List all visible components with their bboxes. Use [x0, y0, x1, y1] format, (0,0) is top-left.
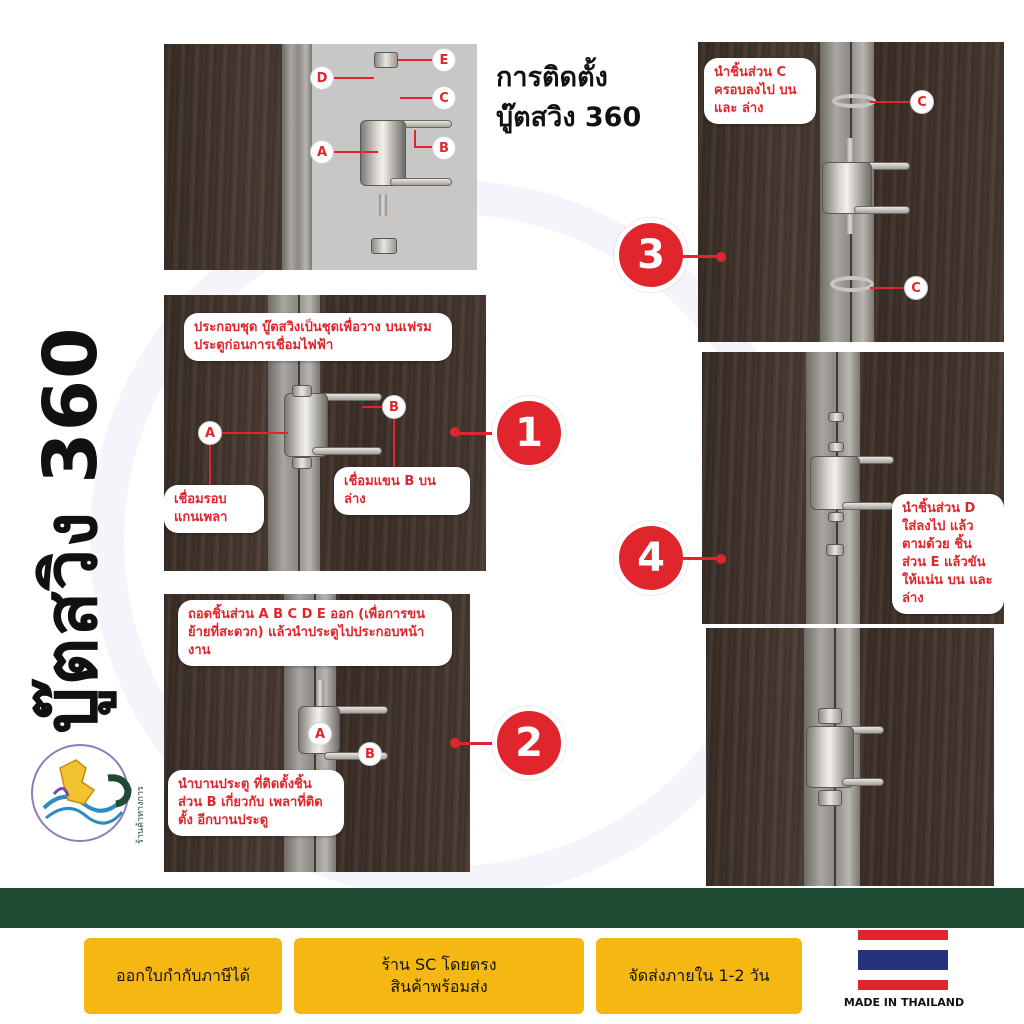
label-e: E — [432, 48, 456, 72]
nut-e-top — [818, 708, 842, 724]
step-1-panel: ประกอบชุด บู๊ตสวิงเป็นชุดเพื่อวาง บนเฟรม… — [164, 295, 486, 571]
flag-stripe — [858, 970, 948, 980]
leader-d — [334, 77, 374, 79]
flag-stripe — [858, 930, 948, 940]
frame-edge — [280, 44, 282, 270]
arm-b-bottom — [390, 178, 452, 186]
step-4-callout: นำชิ้นส่วน D ใส่ลงไป แล้วตามด้วย ชิ้นส่ว… — [892, 494, 1004, 614]
label-c: C — [432, 86, 456, 110]
leader-e — [398, 59, 432, 61]
step-3-leader — [682, 255, 722, 258]
door-frame — [282, 44, 312, 270]
step-1-leader — [455, 432, 503, 435]
washer-d-bottom — [828, 512, 844, 522]
leader-a-v — [209, 445, 211, 489]
arm-b-bottom — [842, 778, 884, 786]
nut-bottom — [371, 238, 397, 254]
label-b: B — [358, 742, 382, 766]
barrel-a — [360, 120, 406, 186]
label-a: A — [308, 722, 332, 746]
shaft — [379, 194, 387, 216]
nut-e — [374, 52, 398, 68]
leader-c-bottom — [870, 287, 904, 289]
title-line-1: การติดตั้ง — [496, 62, 608, 93]
badge-tax-invoice: ออกใบกำกับภาษีได้ — [84, 938, 282, 1014]
thailand-flag-icon — [858, 930, 948, 990]
title-line-2: บู๊ตสวิง 360 — [496, 102, 642, 133]
flag-stripe — [858, 940, 948, 950]
shaft-top — [846, 138, 854, 164]
arm-b-bottom — [854, 206, 910, 214]
step-2-note: นำบานประตู ที่ติดตั้งชิ้นส่วน B เกี่ยวกั… — [168, 770, 344, 836]
final-result-panel — [706, 628, 994, 886]
label-d: D — [310, 66, 334, 90]
leader-a-h — [222, 432, 288, 434]
vertical-product-title: บู๊ตสวิง 360 — [28, 326, 114, 734]
nut-e-bottom — [818, 790, 842, 806]
step-3-callout: นำชิ้นส่วน C ครอบลงไป บน และ ล่าง — [704, 58, 816, 124]
leader-a — [334, 151, 378, 153]
leader-b-h — [362, 406, 382, 408]
badge-line: ร้าน SC โดยตรง — [381, 955, 497, 974]
label-b: B — [432, 136, 456, 160]
step-3-number: 3 — [614, 218, 688, 292]
cap-c-top — [364, 84, 406, 98]
arm-b-bottom — [842, 502, 894, 510]
nut-e-bottom — [826, 544, 844, 556]
leader-c — [400, 97, 432, 99]
nut-bottom — [292, 457, 312, 469]
arm-b-bottom — [312, 447, 382, 455]
cap-c-bottom — [364, 216, 406, 230]
step-2-panel: ถอดชิ้นส่วน A B C D E ออก (เพื่อการขนย้า… — [164, 594, 470, 872]
shaft-top — [316, 680, 324, 706]
step-3-panel: นำชิ้นส่วน C ครอบลงไป บน และ ล่าง C C — [698, 42, 1004, 342]
step-4-number: 4 — [614, 521, 688, 595]
badge-line: สินค้าพร้อมส่ง — [390, 977, 488, 996]
shop-logo-icon — [31, 744, 132, 842]
flag-stripe — [858, 980, 948, 990]
step-2-callout: ถอดชิ้นส่วน A B C D E ออก (เพื่อการขนย้า… — [178, 600, 452, 666]
label-a: A — [310, 140, 334, 164]
barrel-a — [810, 456, 860, 510]
cap-c-bottom — [830, 276, 874, 292]
barrel-a — [822, 162, 872, 214]
barrel-a — [806, 726, 854, 788]
footer-band — [0, 888, 1024, 928]
leader-b-v — [393, 419, 395, 471]
step-1-number: 1 — [492, 396, 566, 470]
leader-b-h — [414, 146, 432, 148]
washer-d-top — [828, 442, 844, 452]
leader-b — [414, 130, 416, 146]
label-b: B — [382, 395, 406, 419]
shaft-bottom — [846, 214, 854, 234]
label-c-top: C — [910, 90, 934, 114]
badge-line: ออกใบกำกับภาษีได้ — [116, 966, 250, 985]
nut-top — [292, 385, 312, 397]
installation-title: การติดตั้ง บู๊ตสวิง 360 — [496, 58, 641, 138]
step-1-note-a: เชื่อมรอบ แกนเพลา — [164, 485, 264, 533]
nut-e-top — [828, 412, 844, 422]
shop-caption: ร้านค้าทางการ — [136, 786, 146, 844]
badge-line: จัดส่งภายใน 1-2 วัน — [628, 966, 770, 985]
label-c-bottom: C — [904, 276, 928, 300]
washer-d — [372, 71, 400, 81]
step-2-leader — [455, 742, 503, 745]
step-4-panel: นำชิ้นส่วน D ใส่ลงไป แล้วตามด้วย ชิ้นส่ว… — [702, 352, 1004, 624]
leader-c-top — [870, 101, 910, 103]
exploded-diagram-panel: E D C A B — [164, 44, 477, 270]
step-2-number: 2 — [492, 706, 566, 780]
step-4-leader — [682, 557, 722, 560]
badge-shipping: จัดส่งภายใน 1-2 วัน — [596, 938, 802, 1014]
label-a: A — [198, 421, 222, 445]
badge-direct-shop: ร้าน SC โดยตรง สินค้าพร้อมส่ง — [294, 938, 584, 1014]
flag-stripe — [858, 950, 948, 970]
made-in-label: MADE IN THAILAND — [843, 996, 965, 1009]
step-1-note-b: เชื่อมแขน B บน ล่าง — [334, 467, 470, 515]
step-1-callout: ประกอบชุด บู๊ตสวิงเป็นชุดเพื่อวาง บนเฟรม… — [184, 313, 452, 361]
arm-b-bottom — [324, 752, 388, 760]
